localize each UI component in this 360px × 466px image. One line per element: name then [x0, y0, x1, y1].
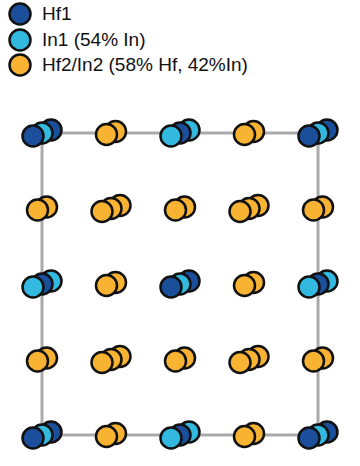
atom: [23, 126, 44, 147]
legend-label: In1 (54% In): [42, 29, 146, 51]
atom: [23, 428, 44, 449]
atom: [96, 275, 117, 296]
legend-label: Hf1: [42, 3, 72, 25]
legend-swatch: [10, 55, 31, 76]
legend-entry: In1 (54% In): [6, 27, 146, 53]
atom: [92, 201, 113, 222]
atom: [27, 200, 48, 221]
legend-label: Hf2/In2 (58% Hf, 42%In): [42, 54, 248, 76]
atom: [303, 351, 324, 372]
legend-swatch: [10, 4, 31, 25]
legend-entry: Hf1: [6, 1, 72, 27]
atom: [27, 351, 48, 372]
atom: [299, 428, 320, 449]
atom: [165, 200, 186, 221]
atom: [92, 352, 113, 373]
atom: [161, 126, 182, 147]
atom: [165, 351, 186, 372]
atom: [161, 428, 182, 449]
legend-swatch-holder: [6, 1, 34, 27]
atom: [234, 275, 255, 296]
atom: [230, 201, 251, 222]
atom: [234, 124, 255, 145]
legend-swatch: [10, 29, 31, 50]
unit-cell: [42, 133, 318, 435]
atom: [303, 200, 324, 221]
atom: [96, 124, 117, 145]
atom: [161, 277, 182, 298]
atom: [234, 426, 255, 447]
atom: [96, 426, 117, 447]
atom: [23, 277, 44, 298]
atom: [230, 352, 251, 373]
atom: [299, 277, 320, 298]
legend-entry: Hf2/In2 (58% Hf, 42%In): [6, 52, 248, 78]
legend-swatch-holder: [6, 27, 34, 53]
atom: [299, 126, 320, 147]
legend-swatch-holder: [6, 52, 34, 78]
atom-layer: [23, 120, 338, 449]
